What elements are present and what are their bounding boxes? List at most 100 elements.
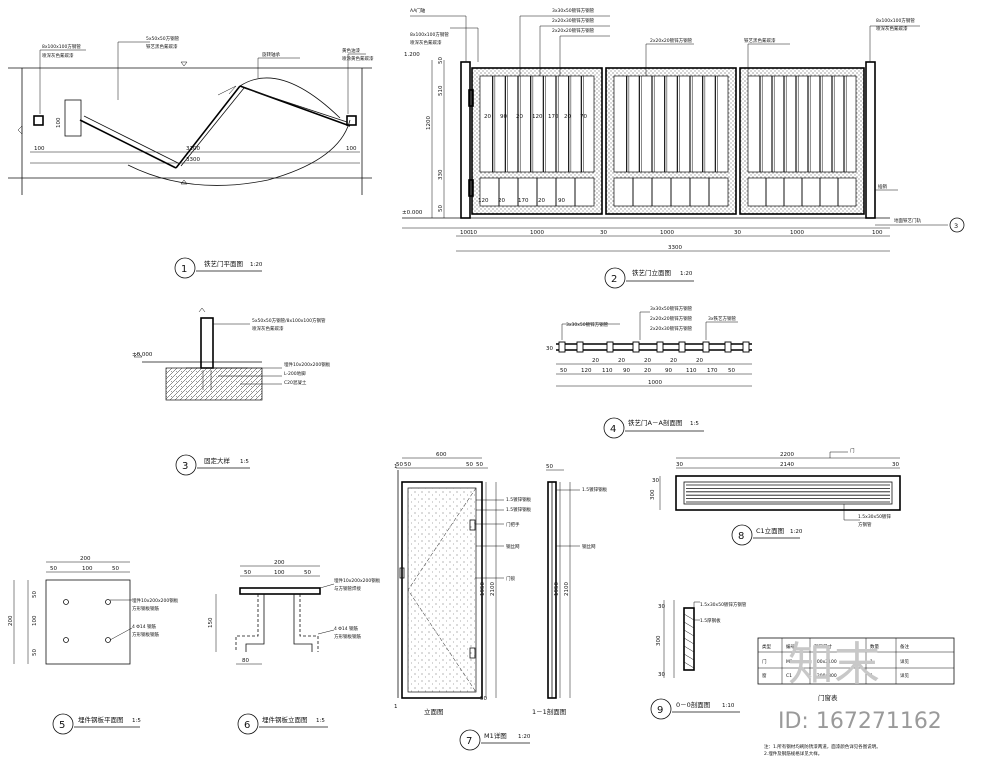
plate5-dim-la: 50	[32, 591, 38, 598]
gate-panel-middle	[605, 67, 737, 215]
view-9-number: 9	[657, 705, 663, 716]
door-note-handle: 门把手	[506, 521, 520, 528]
sec4-dim-a-2: 20	[644, 358, 651, 364]
sec4-dim-b-7: 170	[707, 368, 718, 374]
view-6-number: 6	[244, 720, 250, 731]
view-2-gate-elevation: AA门轴 8x100x100方钢管 喷深灰色氟碳漆 3x30x50镀锌方钢管 2…	[402, 7, 965, 252]
gate-vertical-bars	[492, 76, 847, 206]
elev-note-post-right-finish: 喷深灰色氟碳漆	[876, 25, 908, 32]
view-2-scale: 1:20	[680, 271, 693, 277]
view-1-gate-plan: 8x100x100方钢管 喷深灰色氟碳漆 5x50x50方钢管 铁艺黑色氟碳漆 …	[8, 35, 374, 195]
plan-note-paint: 黄色油漆	[342, 47, 360, 54]
sec4-dim-a-0: 20	[592, 358, 599, 364]
plan-note-bar: 5x50x50方钢管	[146, 35, 180, 42]
elev-hdim-3: 30	[600, 230, 607, 236]
plate6-dim-height: 150	[208, 617, 214, 628]
table-cell: C1	[786, 673, 792, 679]
elev-note-frame: 3x30x50镀锌方钢管	[552, 7, 595, 14]
plan-dim-right: 100	[346, 146, 357, 152]
table-cell: 600x2100	[814, 659, 837, 665]
sec9-dim-a: 30	[658, 604, 665, 610]
sec4-dim-b-8: 50	[728, 368, 735, 374]
plate5-dim-c: 50	[112, 566, 119, 572]
view-6-name: 埋件钢板立面图	[262, 715, 308, 724]
elev-note-tube-c: 2x20x20镀锌方钢管	[650, 37, 693, 44]
view-3-scale: 1:5	[240, 459, 249, 465]
schedule-table-caption: 门窗表	[818, 693, 838, 702]
detail3-note-plate: 埋件10x200x200钢板	[284, 361, 331, 368]
elev-row-top-4: 170	[548, 114, 559, 120]
elev-hdim-6: 1000	[790, 230, 804, 236]
elev-section-mark: 3	[954, 222, 958, 230]
section-tube	[632, 341, 640, 353]
elev-row-top-1: 90	[500, 114, 507, 120]
door-dim-width: 600	[436, 452, 447, 458]
plan-note-post: 8x100x100方钢管	[42, 43, 81, 50]
view-7-number: 7	[466, 736, 472, 747]
elev-hdim-2: 1000	[530, 230, 544, 236]
plate5-note-plate: 埋件10x200x200钢板	[132, 597, 179, 604]
section-tube	[742, 341, 750, 353]
section-tube	[724, 341, 732, 353]
door-note-mesh: 钢丝网	[506, 543, 520, 550]
view-1-number: 1	[181, 264, 187, 275]
view-3-title: 3 固定大样 1:5	[175, 454, 250, 476]
door-mark-top: 1	[394, 464, 398, 470]
view-1-scale: 1:20	[250, 262, 263, 268]
elev-level-top: 1.200	[404, 52, 420, 58]
elev-note-tube-a: 2x20x30镀锌方钢管	[552, 17, 595, 24]
door-dim-left: 50	[396, 462, 403, 468]
view-9-scale: 1:10	[722, 703, 735, 709]
bottom-note-2: 2.埋件及钢筋规格详见大样。	[764, 750, 822, 757]
sec4-note-4: 2x20x30镀锌方钢管	[650, 325, 693, 332]
sec9-dim-c: 30	[658, 672, 665, 678]
view-6-title: 6 埋件钢板立面图 1:5	[237, 713, 328, 735]
elev-row-bottom-1: 20	[498, 198, 505, 204]
sec4-dim-b-1: 120	[581, 368, 592, 374]
view-3-number: 3	[182, 461, 188, 472]
section-tube	[576, 341, 584, 353]
view-4-number: 4	[610, 424, 616, 435]
elev-row-bottom-2: 170	[518, 198, 529, 204]
section-tube	[678, 341, 686, 353]
elev-note-hinge: AA门轴	[410, 7, 426, 14]
view-2-name: 铁艺门立面图	[632, 268, 671, 277]
view-9-section-00: 30 300 30 1.5x30x50镀锌方钢管 1.5厚钢板	[656, 600, 747, 678]
door-dim-left-sub: 50	[404, 462, 411, 468]
sec4-dim-a-3: 20	[670, 358, 677, 364]
view-5-scale: 1:5	[132, 718, 141, 724]
elev-note-post-finish: 喷深灰色氟碳漆	[410, 39, 442, 46]
plate5-note-bars: 4 Φ14 钢筋	[132, 623, 156, 630]
view-7-name: M1详图	[484, 731, 507, 740]
plate6-dim-b: 100	[274, 570, 285, 576]
plate5-note-rebar2: 方形钢板钢筋	[132, 631, 159, 638]
door-side-note-sheet: 1.5镀锌钢板	[582, 486, 608, 493]
view-7-title: 7 M1详图 1:20	[459, 729, 531, 751]
view-6-scale: 1:5	[316, 718, 325, 724]
sec4-side-dim: 30	[546, 346, 553, 352]
section-tube	[606, 341, 614, 353]
table-cell: 门	[762, 658, 767, 665]
section-tube	[702, 341, 710, 353]
table-cell: 详见	[900, 658, 909, 665]
plate6-note-weld: 与方钢管焊接	[334, 585, 361, 592]
door-note-lock: 门锁	[506, 575, 515, 582]
plate6-note-bars: 4 Φ14 钢筋	[334, 625, 358, 632]
elev-note-post: 8x100x100方钢管	[410, 31, 449, 38]
plate5-dim-a: 50	[50, 566, 57, 572]
table-header: 备注	[900, 643, 909, 650]
section-tube-marks	[558, 341, 750, 353]
elev-vdim-0: 50	[438, 57, 444, 64]
table-header: 类型	[762, 643, 771, 650]
sec4-dim-a-4: 20	[696, 358, 703, 364]
elev-level-zero: ±0.000	[402, 210, 423, 216]
view-9-title: 9 0－0剖面图 1:10	[650, 698, 740, 720]
plan-note-bar-finish: 铁艺黑色氟碳漆	[146, 43, 178, 50]
plate6-dim-top: 200	[274, 560, 285, 566]
plate6-note-rebar: 方形钢板钢筋	[334, 633, 361, 640]
view-7-door-m1: 1 1 600 50 50 50 50 1950 2100 50 1.5镀锌钢板…	[394, 452, 608, 716]
elev-hdim-1: 10	[470, 230, 477, 236]
plan-dim-left: 100	[34, 146, 45, 152]
